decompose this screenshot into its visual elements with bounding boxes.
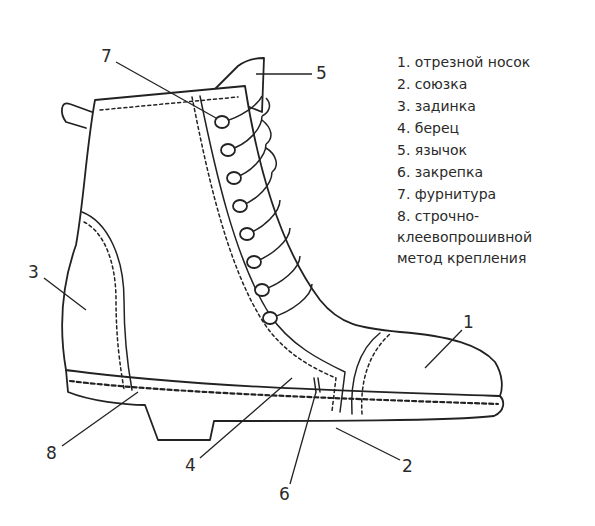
eyelet — [233, 200, 247, 212]
part-name: 4. берец — [397, 118, 459, 139]
part-name: 2. союзка — [397, 74, 467, 95]
eyelet — [240, 228, 254, 240]
part-name: 5. язычок — [397, 140, 467, 161]
callout-number: 5 — [316, 63, 327, 83]
part-name: 1. отрезной носок — [397, 52, 530, 73]
eyelet — [227, 172, 241, 184]
leader-line — [256, 73, 312, 74]
callout-number: 1 — [463, 312, 474, 332]
toe-cap-seam — [352, 333, 380, 414]
leader-line — [116, 62, 216, 118]
part-name: 6. закрепка — [397, 162, 483, 183]
counter-seam — [82, 212, 132, 390]
part-name: 8. строчно-клеевопрошивной метод креплен… — [397, 206, 582, 269]
heel-loop — [62, 103, 92, 128]
laces — [222, 96, 312, 318]
leader-line — [62, 392, 138, 446]
eyelet — [247, 256, 261, 268]
counter-stitch — [84, 222, 124, 389]
leader-line — [44, 278, 86, 310]
leader-line — [336, 428, 400, 460]
leader-line — [200, 378, 292, 458]
callout-number: 3 — [28, 262, 39, 282]
eyelet — [215, 116, 229, 128]
quarter-stitch — [192, 97, 336, 411]
callout-number: 6 — [279, 484, 290, 504]
eyelet — [263, 312, 277, 324]
bartack — [314, 378, 320, 392]
eyelet — [221, 144, 235, 156]
part-name: 7. фурнитура — [397, 184, 496, 205]
leader-line — [425, 330, 462, 368]
toe-cap-stitch — [362, 334, 390, 414]
callout-number: 7 — [101, 46, 112, 66]
collar-stitch — [100, 97, 238, 110]
leader-line — [290, 392, 316, 484]
callout-number: 8 — [46, 443, 57, 463]
callout-number: 2 — [402, 456, 413, 476]
eyelet — [255, 284, 269, 296]
quarter-seam — [200, 96, 345, 412]
callout-number: 4 — [185, 455, 196, 475]
part-name: 3. задинка — [397, 96, 476, 117]
